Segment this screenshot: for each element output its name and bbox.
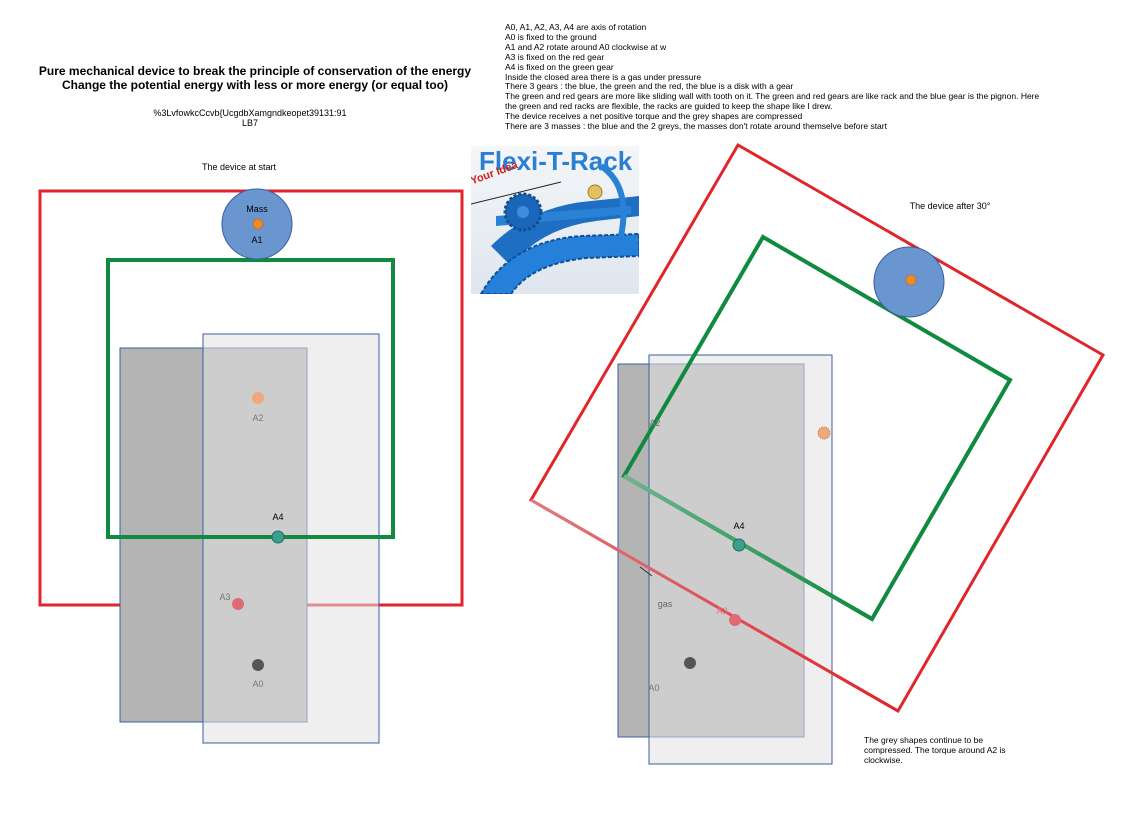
page-title-line2: Change the potential energy with less or… bbox=[61, 78, 449, 92]
rotated-a2-label: A2 bbox=[649, 418, 660, 428]
start-a1-label: A1 bbox=[251, 235, 262, 245]
start-view: The device at start Mass A1 A2 A4 A3 A0 bbox=[38, 162, 464, 744]
start-mass-label: Mass bbox=[246, 204, 268, 214]
rotated-a0-dot bbox=[684, 657, 696, 669]
start-a1-dot bbox=[252, 218, 264, 230]
rotated-view: The device after 30° A2 A4 gas A3 A0 The… bbox=[528, 142, 1106, 765]
note-line: A0 is fixed to the ground bbox=[505, 31, 597, 42]
start-a0-dot bbox=[252, 659, 264, 671]
rotated-a4-dot bbox=[732, 538, 746, 552]
note-line: A0, A1, A2, A3, A4 are axis of rotation bbox=[505, 22, 647, 32]
rotated-note-line2: compressed. The torque around A2 is bbox=[864, 745, 1006, 755]
rotated-caption: The device after 30° bbox=[910, 201, 991, 211]
rotated-red-lower-edge bbox=[530, 498, 899, 713]
start-a3-label: A3 bbox=[219, 592, 230, 602]
page-title-line1: Pure mechanical device to break the prin… bbox=[38, 64, 472, 78]
start-a0-label: A0 bbox=[252, 679, 263, 689]
note-line: A4 is fixed on the green gear bbox=[505, 61, 614, 72]
rotated-note-line3: clockwise. bbox=[864, 755, 903, 765]
rotated-small-mark bbox=[639, 566, 653, 577]
start-a3-dot bbox=[232, 598, 244, 610]
rotated-a4-label: A4 bbox=[733, 521, 744, 531]
rotated-a3-label: A3 bbox=[716, 606, 727, 616]
rotated-gas-label: gas bbox=[658, 599, 673, 609]
rotated-note-line1: The grey shapes continue to be bbox=[864, 735, 983, 745]
start-caption: The device at start bbox=[202, 162, 277, 172]
gear-rack-icon bbox=[471, 163, 639, 294]
rotated-grey-shape-light bbox=[648, 354, 833, 765]
note-line: The green and red gears are more like sl… bbox=[505, 91, 1040, 102]
start-a4-label: A4 bbox=[272, 512, 283, 522]
rotated-a0-label: A0 bbox=[648, 683, 659, 693]
note-line: The device receives a net positive torqu… bbox=[505, 111, 803, 122]
note-line: the green and red racks are flexible, th… bbox=[505, 101, 833, 112]
flexi-t-rack-logo-image: Flexi-T-Rack Your Idea bbox=[471, 146, 639, 294]
rotated-green-lower-edge bbox=[623, 474, 873, 621]
code-line2: LB7 bbox=[241, 118, 258, 128]
note-line: There 3 gears : the blue, the green and … bbox=[505, 81, 794, 92]
note-line: There are 3 masses : the blue and the 2 … bbox=[505, 121, 887, 132]
rotated-a2-dot bbox=[817, 426, 831, 440]
note-line: A1 and A2 rotate around A0 clockwise at … bbox=[505, 41, 667, 52]
note-line: Inside the closed area there is a gas un… bbox=[505, 71, 702, 82]
note-line: A3 is fixed on the red gear bbox=[505, 51, 605, 62]
rotated-a3-dot bbox=[729, 614, 741, 626]
notes-block: A0, A1, A2, A3, A4 are axis of rotation … bbox=[505, 22, 1075, 132]
start-a2-dot bbox=[252, 392, 264, 404]
start-a4-dot bbox=[271, 530, 285, 544]
start-a2-label: A2 bbox=[252, 413, 263, 423]
code-line1: %3LvfowkcCcvb{UcgdbXamgndkeopet39131:91 bbox=[153, 108, 347, 118]
rotated-a1-dot bbox=[905, 274, 917, 286]
start-green-gear-frame bbox=[106, 258, 395, 539]
